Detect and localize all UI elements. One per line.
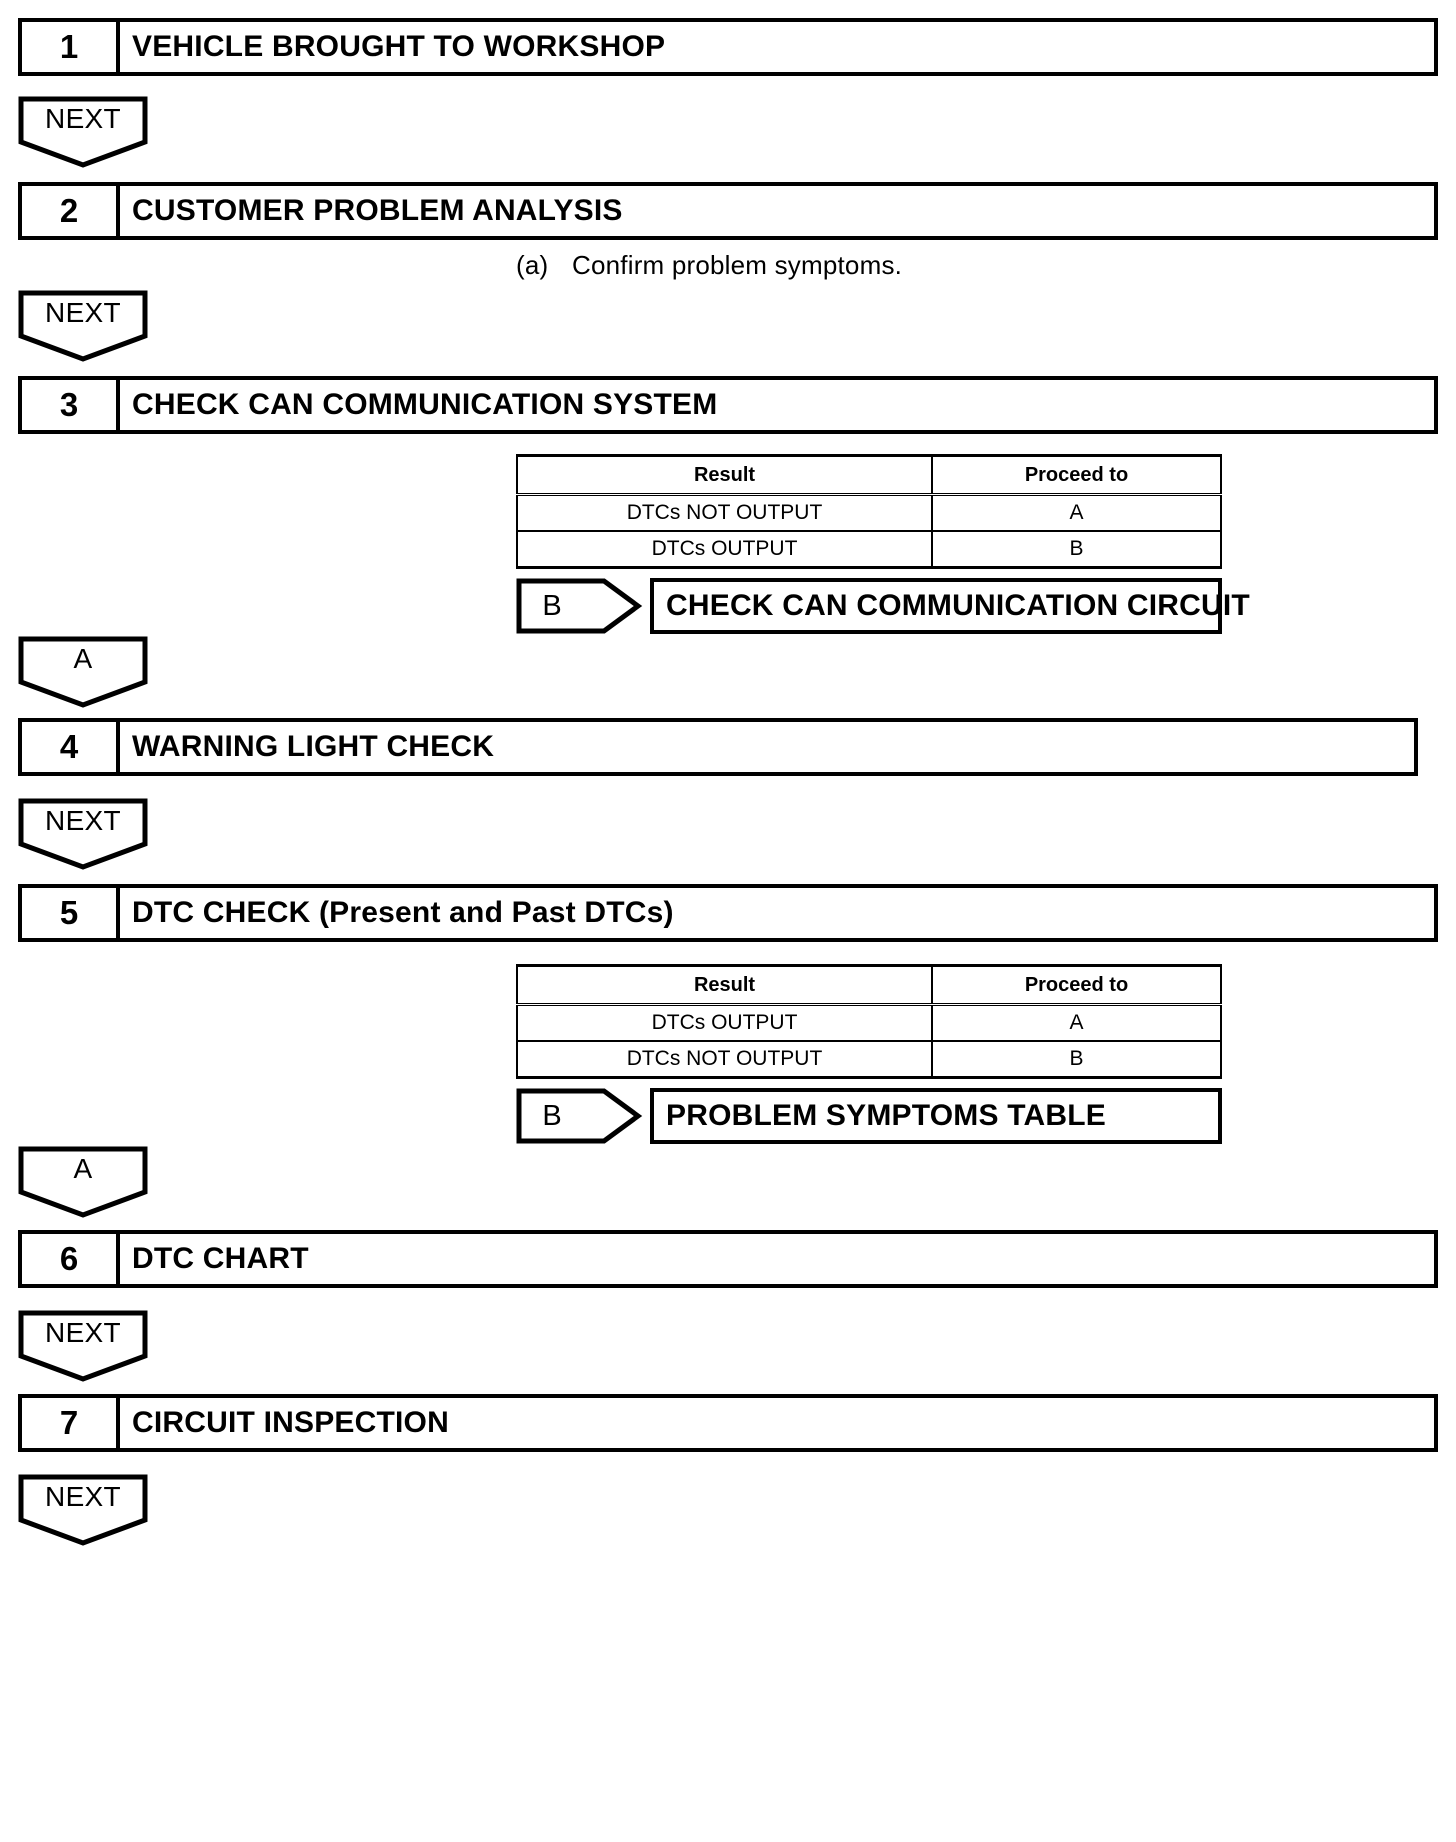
step-box-2[interactable]: 2 CUSTOMER PROBLEM ANALYSIS xyxy=(18,182,1438,240)
step-title-7: CIRCUIT INSPECTION xyxy=(132,1406,449,1439)
connector-next-1: NEXT xyxy=(18,96,148,168)
table-cell-result: DTCs NOT OUTPUT xyxy=(516,1040,933,1079)
step-box-6[interactable]: 6 DTC CHART xyxy=(18,1230,1438,1288)
step-number-1: 1 xyxy=(22,22,120,72)
table-row: DTCs NOT OUTPUT A xyxy=(516,493,1222,532)
connector-next-4: NEXT xyxy=(18,1310,148,1382)
step-number-7: 7 xyxy=(22,1398,120,1448)
table-header-result: Result xyxy=(516,964,933,1006)
step-box-7[interactable]: 7 CIRCUIT INSPECTION xyxy=(18,1394,1438,1452)
connector-next-2: NEXT xyxy=(18,290,148,362)
table-cell-proceed: A xyxy=(931,493,1222,532)
table-header-proceed: Proceed to xyxy=(931,454,1222,496)
table-row: DTCs OUTPUT B xyxy=(516,530,1222,569)
step3-result-table: Result Proceed to DTCs NOT OUTPUT A DTCs… xyxy=(516,454,1222,569)
connector-next-5: NEXT xyxy=(18,1474,148,1546)
connector-a-2: A xyxy=(18,1146,148,1218)
step-title-1: VEHICLE BROUGHT TO WORKSHOP xyxy=(132,30,666,63)
connector-b-1: B xyxy=(516,578,643,634)
table-row: DTCs NOT OUTPUT B xyxy=(516,1040,1222,1079)
connector-b-2: B xyxy=(516,1088,643,1144)
connector-next-3: NEXT xyxy=(18,798,148,870)
table-header-result: Result xyxy=(516,454,933,496)
step-title-3: CHECK CAN COMMUNICATION SYSTEM xyxy=(132,388,718,421)
step-box-4[interactable]: 4 WARNING LIGHT CHECK xyxy=(18,718,1418,776)
table-cell-proceed: A xyxy=(931,1003,1222,1042)
step-title-4: WARNING LIGHT CHECK xyxy=(132,730,495,763)
table-row: DTCs OUTPUT A xyxy=(516,1003,1222,1042)
branch-box-problem-symptoms[interactable]: PROBLEM SYMPTOMS TABLE xyxy=(650,1088,1222,1144)
branch-box-can-circuit-label: CHECK CAN COMMUNICATION CIRCUIT xyxy=(666,589,1250,622)
table-header-row: Result Proceed to xyxy=(516,964,1222,1006)
table-cell-proceed: B xyxy=(931,530,1222,569)
step-title-2: CUSTOMER PROBLEM ANALYSIS xyxy=(132,194,623,227)
step-number-6: 6 xyxy=(22,1234,120,1284)
note-marker: (a) xyxy=(516,250,549,280)
step-box-5[interactable]: 5 DTC CHECK (Present and Past DTCs) xyxy=(18,884,1438,942)
step-number-3: 3 xyxy=(22,380,120,430)
table-cell-proceed: B xyxy=(931,1040,1222,1079)
step-box-1[interactable]: 1 VEHICLE BROUGHT TO WORKSHOP xyxy=(18,18,1438,76)
table-cell-result: DTCs NOT OUTPUT xyxy=(516,493,933,532)
connector-a-1: A xyxy=(18,636,148,708)
step-number-4: 4 xyxy=(22,722,120,772)
branch-box-can-circuit[interactable]: CHECK CAN COMMUNICATION CIRCUIT xyxy=(650,578,1250,634)
table-cell-result: DTCs OUTPUT xyxy=(516,1003,933,1042)
step-title-6: DTC CHART xyxy=(132,1242,309,1275)
branch-box-problem-symptoms-label: PROBLEM SYMPTOMS TABLE xyxy=(666,1099,1106,1132)
table-cell-result: DTCs OUTPUT xyxy=(516,530,933,569)
table-header-proceed: Proceed to xyxy=(931,964,1222,1006)
note-text: Confirm problem symptoms. xyxy=(572,250,903,280)
note-confirm-symptoms: (a) Confirm problem symptoms. xyxy=(516,250,902,281)
step-title-5: DTC CHECK (Present and Past DTCs) xyxy=(132,896,674,929)
step5-result-table: Result Proceed to DTCs OUTPUT A DTCs NOT… xyxy=(516,964,1222,1079)
table-header-row: Result Proceed to xyxy=(516,454,1222,496)
step-box-3[interactable]: 3 CHECK CAN COMMUNICATION SYSTEM xyxy=(18,376,1438,434)
step-number-5: 5 xyxy=(22,888,120,938)
step-number-2: 2 xyxy=(22,186,120,236)
